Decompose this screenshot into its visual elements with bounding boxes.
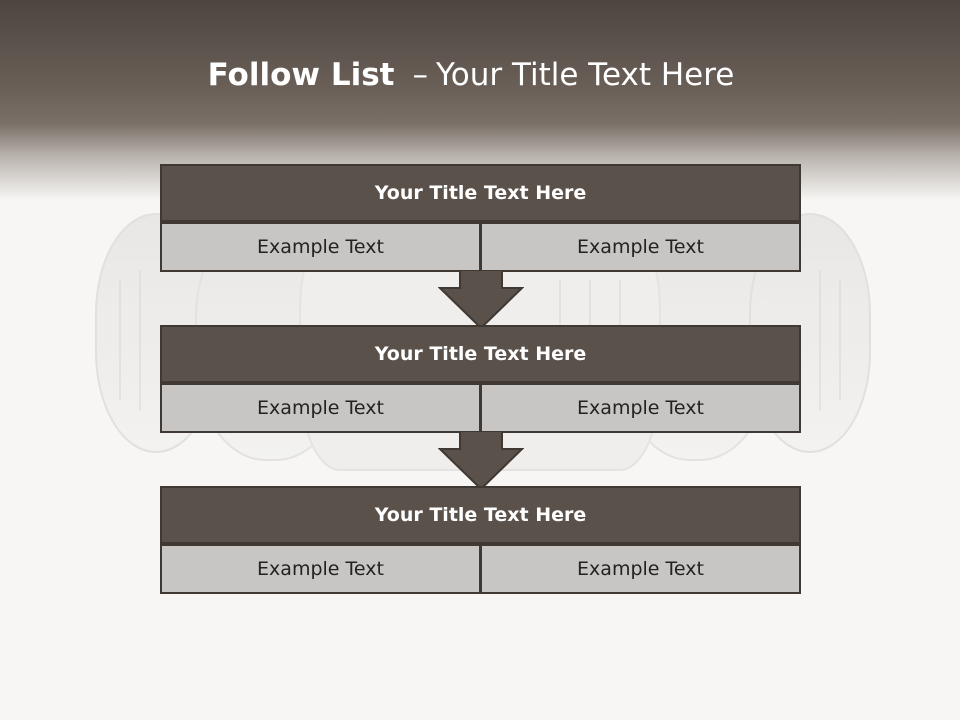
- down-arrow-icon: [438, 270, 524, 330]
- step-cell-right: Example Text: [480, 222, 801, 272]
- slide-title-dash: –: [412, 57, 428, 93]
- step-cell-left: Example Text: [160, 222, 481, 272]
- step-cell-left: Example Text: [160, 544, 481, 594]
- step-cell-left: Example Text: [160, 383, 481, 433]
- step-cell-right: Example Text: [480, 383, 801, 433]
- slide-title-rest: Your Title Text Here: [435, 57, 735, 93]
- step-cell-right: Example Text: [480, 544, 801, 594]
- step-title: Your Title Text Here: [160, 164, 801, 222]
- step-title: Your Title Text Here: [160, 325, 801, 383]
- slide-title: Follow List–Your Title Text Here: [0, 52, 942, 98]
- step-title: Your Title Text Here: [160, 486, 801, 544]
- slide-title-bold: Follow List: [207, 57, 395, 93]
- down-arrow-icon: [438, 431, 524, 491]
